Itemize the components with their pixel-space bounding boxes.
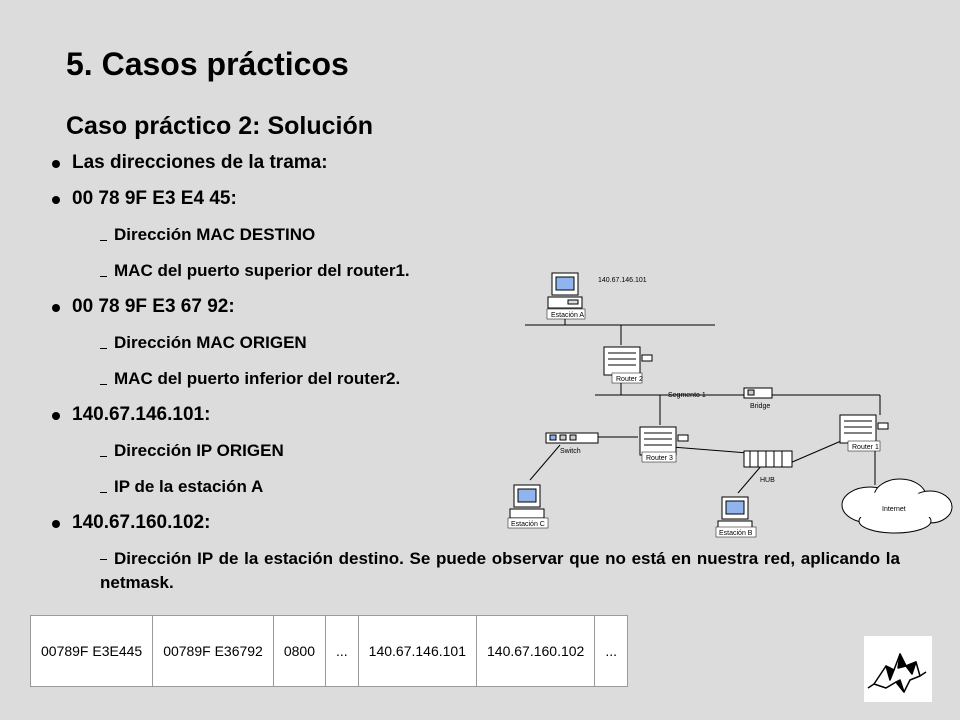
frame-cell-ip-origin: 140.67.146.101 bbox=[357, 615, 478, 687]
estacion-b-label: Estación B bbox=[719, 530, 753, 537]
sub-bullet: MAC del puerto superior del router1. bbox=[50, 256, 900, 292]
router1-label: Router 1 bbox=[852, 444, 879, 451]
frame-cell-mac-destination: 00789F E3E445 bbox=[29, 615, 154, 687]
bullet-ip-origin: 140.67.146.101: bbox=[50, 400, 900, 436]
switch-icon bbox=[545, 432, 599, 444]
bullet-frame-addresses: Las direcciones de la trama: bbox=[50, 148, 900, 184]
sub-bullet: Dirección MAC DESTINO bbox=[50, 220, 900, 256]
router-icon bbox=[639, 426, 689, 456]
slide-subtitle: Caso práctico 2: Solución bbox=[66, 112, 374, 140]
cloud-icon bbox=[841, 478, 953, 534]
sub-bullet: IP de la estación A bbox=[50, 472, 900, 508]
computer-icon bbox=[509, 484, 545, 519]
bullet-ip-destination: 140.67.160.102: bbox=[50, 508, 900, 544]
sub-bullet: Dirección IP de la estación destino. Se … bbox=[50, 544, 900, 595]
router2-label: Router 2 bbox=[616, 376, 643, 383]
slide-title: 5. Casos prácticos bbox=[66, 46, 349, 82]
switch-label: Switch bbox=[560, 448, 581, 455]
bullet-list: Las direcciones de la trama: 00 78 9F E3… bbox=[50, 148, 900, 595]
hub-label: HUB bbox=[760, 477, 775, 484]
network-diagram: 140.67.146.101 Estación A Router 2 Segme… bbox=[507, 272, 953, 538]
bridge-label: Bridge bbox=[750, 403, 770, 410]
origami-logo-icon bbox=[864, 636, 932, 702]
segment1-label: Segmento 1 bbox=[668, 392, 706, 399]
router-icon bbox=[603, 346, 653, 376]
frame-cell-ip-destination: 140.67.160.102 bbox=[475, 615, 596, 687]
router3-label: Router 3 bbox=[646, 455, 673, 462]
computer-icon bbox=[547, 272, 583, 309]
sub-bullet: Dirección IP ORIGEN bbox=[50, 436, 900, 472]
computer-icon bbox=[717, 496, 753, 530]
frame-cell-type: 0800 bbox=[272, 615, 327, 687]
frame-cell-ellipsis: ... bbox=[325, 615, 359, 687]
router-icon bbox=[839, 414, 889, 444]
frame-table: 00789F E3E445 00789F E36792 0800 ... 140… bbox=[29, 615, 628, 687]
bridge-icon bbox=[743, 387, 773, 399]
sub-bullet: MAC del puerto inferior del router2. bbox=[50, 364, 900, 400]
sub-bullet: Dirección MAC ORIGEN bbox=[50, 328, 900, 364]
estacion-c-label: Estación C bbox=[511, 521, 545, 528]
frame-cell-mac-origin: 00789F E36792 bbox=[152, 615, 274, 687]
estacion-a-label: Estación A bbox=[551, 312, 584, 319]
internet-label: Internet bbox=[882, 506, 906, 513]
table-row: 00789F E3E445 00789F E36792 0800 ... 140… bbox=[29, 615, 628, 687]
frame-cell-ellipsis-end: ... bbox=[594, 615, 628, 687]
bullet-mac-destination: 00 78 9F E3 E4 45: bbox=[50, 184, 900, 220]
bullet-mac-origin: 00 78 9F E3 67 92: bbox=[50, 292, 900, 328]
hub-icon bbox=[743, 450, 793, 468]
ip-address-label: 140.67.146.101 bbox=[598, 277, 647, 284]
